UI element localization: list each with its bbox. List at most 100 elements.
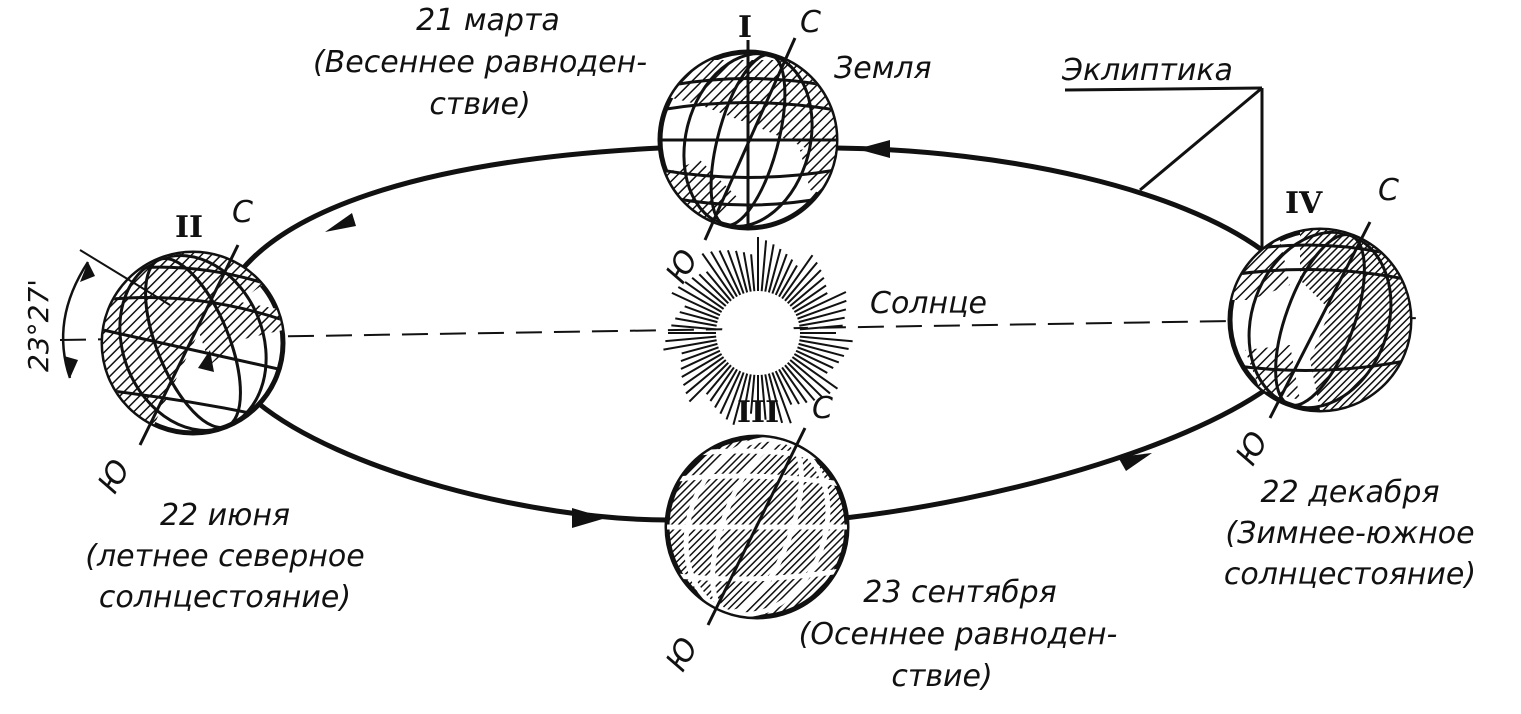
caption-line: (Зимнее-южное xyxy=(1225,516,1474,551)
caption-line: солнцестояние) xyxy=(99,580,351,615)
sun-ray xyxy=(799,316,845,327)
sun-ray xyxy=(698,273,730,305)
sun-ray xyxy=(784,261,818,302)
tilt-angle-marker xyxy=(61,249,171,379)
sun-ray xyxy=(709,366,735,402)
sun-ray xyxy=(719,370,742,415)
sun-ray xyxy=(691,276,727,307)
caption-september: 23 сентября (Осеннее равноден- ствие) xyxy=(799,575,1118,694)
caption-line: (Весеннее равноден- xyxy=(313,45,647,80)
sun-ray xyxy=(735,250,749,293)
globe-numeral-iii: III xyxy=(737,395,779,430)
south-pole-label: Ю xyxy=(1229,426,1276,472)
sun-ray xyxy=(663,339,717,351)
earth-globe-december xyxy=(1227,221,1413,419)
sun-ray xyxy=(681,353,723,378)
sun-ray xyxy=(771,372,792,424)
caption-line: 22 декабря xyxy=(1260,475,1439,510)
globe-numeral-i: I xyxy=(738,10,752,45)
sun-ray xyxy=(797,346,840,364)
earth-label: Земля xyxy=(834,51,932,86)
caption-line: (летнее северное xyxy=(85,539,364,574)
orbit-arrow-icon xyxy=(857,140,890,158)
sun-ray xyxy=(781,366,808,404)
sun-ray xyxy=(760,240,768,292)
sun-ray xyxy=(793,353,828,374)
sun-ray xyxy=(714,368,738,408)
north-pole-label: С xyxy=(232,195,253,230)
sun-ray xyxy=(671,291,721,317)
sun-ray xyxy=(764,374,775,422)
sun-icon xyxy=(663,237,853,426)
sun-ray xyxy=(786,269,822,305)
sun-ray xyxy=(784,364,816,402)
caption-march: 21 марта (Весеннее равноден- ствие) xyxy=(313,3,647,122)
sun-ray xyxy=(789,276,825,307)
sun-ray xyxy=(793,292,828,313)
sun-ray xyxy=(710,251,738,298)
sun-ray xyxy=(705,364,732,395)
sun-ray xyxy=(774,259,794,296)
sun-label: Солнце xyxy=(870,286,987,321)
sun-ray xyxy=(799,339,849,350)
orbit-path xyxy=(238,145,1270,523)
caption-line: ствие) xyxy=(429,87,530,122)
sun-ray xyxy=(749,374,756,414)
sun-ray xyxy=(684,281,725,310)
orbit-arrow-icon xyxy=(572,508,606,528)
sun-ray xyxy=(778,264,798,298)
ecliptic-leader-line xyxy=(1139,86,1264,248)
south-pole-label: Ю xyxy=(91,454,138,500)
north-pole-label: С xyxy=(1378,173,1399,208)
sun-ray xyxy=(701,252,735,300)
globe-numeral-iv: IV xyxy=(1285,186,1323,221)
sun-ray xyxy=(798,342,845,358)
sun-ray xyxy=(675,317,717,327)
ecliptic-label: Эклиптика xyxy=(1061,53,1233,88)
earth-globe-september xyxy=(664,427,850,626)
south-pole-label: Ю xyxy=(659,632,706,678)
caption-line: 21 марта xyxy=(416,3,560,38)
sun-ray xyxy=(750,254,756,292)
sun-ray xyxy=(767,248,782,293)
sun-ray xyxy=(786,361,824,399)
sun-ray xyxy=(671,324,717,331)
earth-globe-march xyxy=(657,37,839,241)
sun-ray xyxy=(795,291,847,317)
sun-ray xyxy=(781,254,814,300)
caption-line: (Осеннее равноден- xyxy=(799,617,1118,652)
earth-globe-june xyxy=(100,244,286,446)
sun-ray xyxy=(681,342,718,355)
caption-line: 23 сентября xyxy=(863,575,1056,610)
sun-ray xyxy=(718,250,742,296)
globe-numeral-ii: II xyxy=(175,210,203,245)
sun-ray xyxy=(764,244,775,292)
sun-ray xyxy=(771,253,788,294)
sun-ray xyxy=(789,359,831,395)
sun-ray xyxy=(684,305,719,320)
sun-ray xyxy=(679,311,718,324)
sun-ray xyxy=(760,374,767,420)
sun-ray xyxy=(797,299,847,320)
sun-ray xyxy=(795,349,834,369)
caption-june: 22 июня (летнее северное солнцестояние) xyxy=(85,498,364,615)
sun-ray xyxy=(680,346,719,362)
sun-ray xyxy=(665,335,717,343)
sun-ray xyxy=(705,271,732,302)
sun-ray xyxy=(732,373,749,426)
sun-ray xyxy=(677,286,723,313)
sun-ray xyxy=(743,374,752,410)
orbit-arrow-icon xyxy=(1118,453,1152,471)
ecliptic-underline xyxy=(1064,86,1263,92)
orbit-arrow-icon xyxy=(325,213,356,232)
sun-ray xyxy=(799,335,853,343)
sun-ray xyxy=(725,372,745,420)
sun-ray xyxy=(685,359,727,395)
sun-ray xyxy=(778,368,800,405)
caption-line: ствие) xyxy=(891,659,992,694)
sun-ray xyxy=(688,361,730,403)
sun-ray xyxy=(682,356,725,387)
caption-line: 22 июня xyxy=(160,498,290,533)
sun-ray xyxy=(799,324,843,331)
